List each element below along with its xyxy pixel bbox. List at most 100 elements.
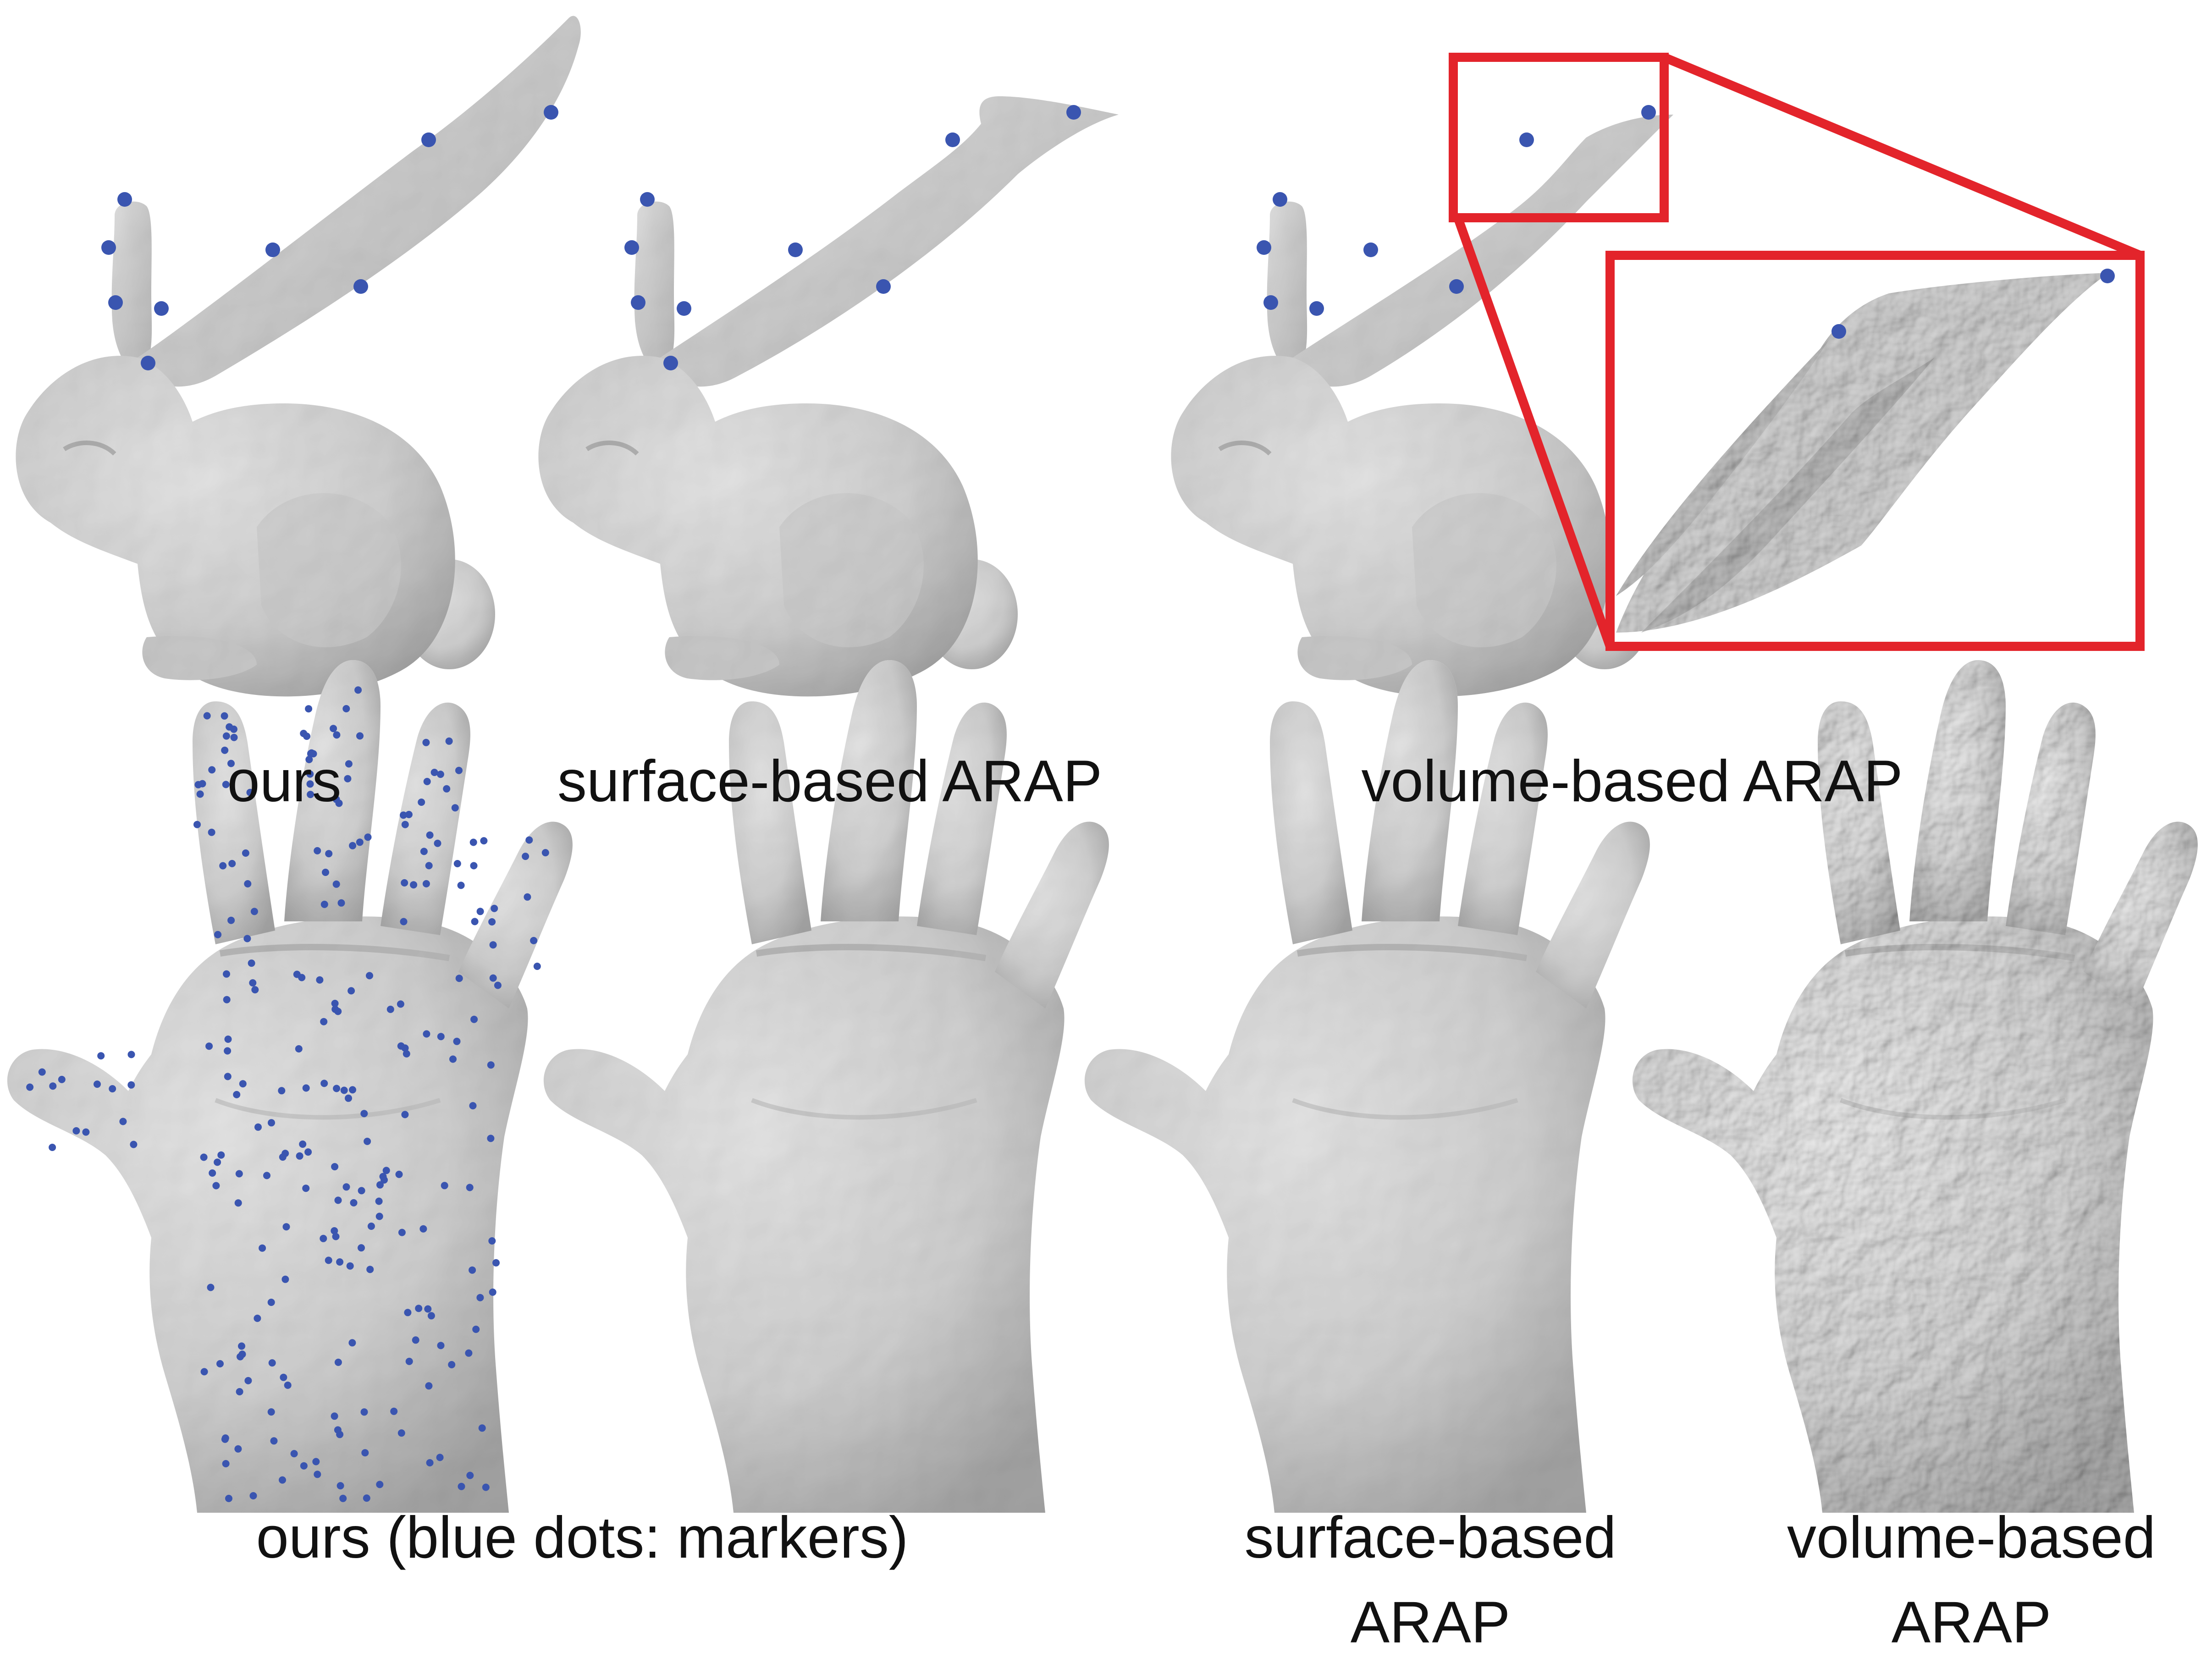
bunny-surface-arap-markers [624,105,1081,370]
marker-dot [331,1163,339,1171]
marker-dot [72,1127,80,1135]
marker-dot [97,1052,105,1060]
marker-dot [344,775,352,782]
marker-dot [437,1033,445,1041]
marker-dot [353,279,368,294]
marker-dot [487,1135,495,1142]
marker-dot [200,1153,208,1161]
marker-dot [94,1080,101,1088]
marker-dot [361,1449,369,1457]
marker-dot [217,1151,225,1159]
marker-dot [295,1045,303,1052]
marker-dot [445,737,453,745]
marker-dot [469,1266,476,1274]
zoom-inset [1605,251,2145,651]
marker-dot [448,1361,456,1368]
marker-dot [489,974,497,982]
marker-dot [307,791,314,799]
marker-dot [624,240,639,255]
marker-dot [233,1091,241,1098]
marker-dot [331,1412,338,1420]
marker-dot [224,1073,232,1080]
marker-dot [320,1018,328,1025]
marker-dot [354,686,362,694]
marker-dot [331,1000,339,1007]
marker-dot [1363,242,1378,257]
marker-dot [358,1187,365,1195]
marker-dot [524,893,531,901]
marker-dot [401,1111,409,1119]
marker-dot [2100,269,2115,283]
marker-dot [236,1388,243,1395]
marker-dot [487,1061,495,1069]
marker-dot [410,881,418,889]
marker-dot [205,1042,213,1050]
marker-dot [455,975,463,982]
marker-dot [425,862,433,870]
marker-dot [356,732,364,740]
marker-dot [303,733,311,740]
marker-dot [219,862,227,870]
marker-dot [430,769,438,776]
marker-dot [350,1199,358,1207]
hand-ours-markers [26,686,549,1502]
marker-dot [876,279,891,294]
marker-dot [397,1042,405,1050]
marker-dot [246,788,254,796]
marker-dot [101,240,116,255]
marker-dot [208,766,216,774]
marker-dot [200,1368,208,1376]
bunny-ours-mesh [16,16,581,697]
marker-dot [434,839,441,847]
marker-dot [494,981,502,989]
marker-dot [281,1275,289,1283]
marker-dot [281,1150,289,1157]
marker-dot [227,760,235,767]
caption-hand-volume-arap-line2: ARAP [1891,1590,2052,1655]
marker-dot [466,1184,474,1191]
marker-dot [453,860,461,867]
marker-dot [349,842,357,849]
marker-dot [423,777,431,785]
marker-dot [38,1068,46,1076]
marker-dot [482,1483,490,1491]
marker-dot [130,1141,138,1148]
zoom-connector-bottom [1453,216,1615,648]
marker-dot [222,781,230,788]
marker-dot [476,908,484,915]
marker-dot [364,833,372,841]
bunny-surface-arap-mesh [538,96,1119,696]
marker-dot [364,1137,371,1145]
marker-dot [358,1244,365,1252]
marker-dot [332,1233,340,1240]
bunny-volume-arap-markers [1257,105,1656,316]
marker-dot [304,1148,312,1156]
marker-dot [251,986,259,994]
marker-dot [478,1424,486,1432]
marker-dot [356,838,364,846]
marker-dot [455,766,463,774]
marker-dot [458,1482,465,1490]
marker-dot [242,849,249,857]
marker-dot [268,1119,275,1127]
marker-dot [234,1445,242,1453]
marker-dot [342,705,350,712]
marker-dot [424,1305,432,1313]
marker-dot [522,853,530,860]
marker-dot [300,1462,308,1470]
marker-dot [238,1350,246,1358]
marker-dot [1519,132,1534,147]
marker-dot [945,132,960,147]
marker-dot [476,1294,484,1301]
marker-dot [193,821,201,828]
marker-dot [488,1237,496,1245]
marker-dot [332,795,340,803]
marker-dot [491,904,498,912]
marker-dot [412,1336,419,1344]
marker-dot [331,1005,339,1013]
marker-dot [366,1266,374,1273]
marker-dot [466,1471,474,1479]
marker-dot [541,849,549,857]
marker-dot [631,295,645,310]
marker-dot [248,959,255,967]
